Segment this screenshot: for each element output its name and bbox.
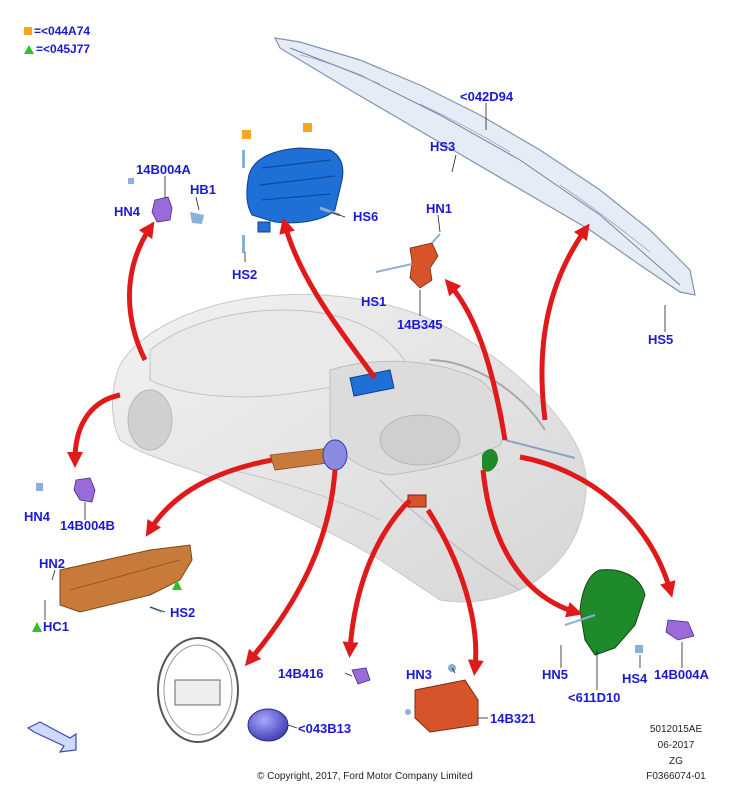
passenger-airbag <box>246 147 344 233</box>
figure-number: F0366074-01 <box>646 771 706 782</box>
knee-airbag <box>59 544 193 613</box>
label-042D94: <042D94 <box>460 89 514 104</box>
legend-label: =<045J77 <box>36 42 91 56</box>
legend-item-green: =<045J77 <box>24 43 90 55</box>
driver-airbag-043B13 <box>247 708 289 742</box>
label-hn3: HN3 <box>406 667 433 682</box>
doc-date: 06-2017 <box>657 740 695 751</box>
label-14B416: 14B416 <box>278 666 324 681</box>
label-hs4: HS4 <box>622 671 648 686</box>
label-14B004B: 14B004B <box>60 518 115 533</box>
label-hb1: HB1 <box>190 182 217 197</box>
sensor-14B004A-top <box>128 178 204 224</box>
restraint-module-14B345 <box>375 233 441 289</box>
label-611D10: <611D10 <box>568 690 621 705</box>
steering-wheel-in-car <box>322 439 348 471</box>
doc-code: ZG <box>669 756 683 767</box>
sensor-14B416 <box>351 667 371 685</box>
red-callout-arrows <box>67 217 676 676</box>
legend-label: =<044A74 <box>34 24 91 38</box>
label-hs5: HS5 <box>648 332 674 347</box>
leader-lines <box>44 103 683 729</box>
orange-square-icon <box>24 27 32 35</box>
green-triangle-markers <box>32 580 182 632</box>
seat-airbag-in-car <box>482 448 498 472</box>
seat-airbag-611D10 <box>564 569 646 656</box>
label-14B345: 14B345 <box>397 317 443 332</box>
sensor-14B004A-right <box>635 619 695 653</box>
label-hs6: HS6 <box>353 209 379 224</box>
orange-square-markers <box>242 123 312 139</box>
legend-item-orange: =<044A74 <box>24 25 90 37</box>
label-hc1: HC1 <box>43 619 70 634</box>
green-triangle-icon <box>24 45 34 54</box>
copyright-text: © Copyright, 2017, Ford Motor Company Li… <box>257 771 473 782</box>
label-hn5: HN5 <box>542 667 569 682</box>
label-hs2-left: HS2 <box>170 605 196 620</box>
label-hn2: HN2 <box>39 556 66 571</box>
sensor-14B004B <box>36 477 96 503</box>
label-hs2-top: HS2 <box>232 267 258 282</box>
label-14B004A-right: 14B004A <box>654 667 709 682</box>
curtain-airbag <box>273 37 696 296</box>
label-hn1: HN1 <box>426 201 453 216</box>
label-14B004A-top: 14B004A <box>136 162 191 177</box>
orientation-arrow-icon <box>26 721 77 753</box>
passenger-airbag-in-car <box>349 369 395 397</box>
steering-wheel <box>157 637 239 743</box>
doc-number: 5012015AE <box>649 724 703 735</box>
label-14B321: 14B321 <box>490 711 536 726</box>
label-043B13: <043B13 <box>298 721 352 736</box>
label-hn4-left: HN4 <box>24 509 51 524</box>
label-hs1: HS1 <box>361 294 387 309</box>
label-hs3: HS3 <box>430 139 456 154</box>
label-hn4-top: HN4 <box>114 204 141 219</box>
